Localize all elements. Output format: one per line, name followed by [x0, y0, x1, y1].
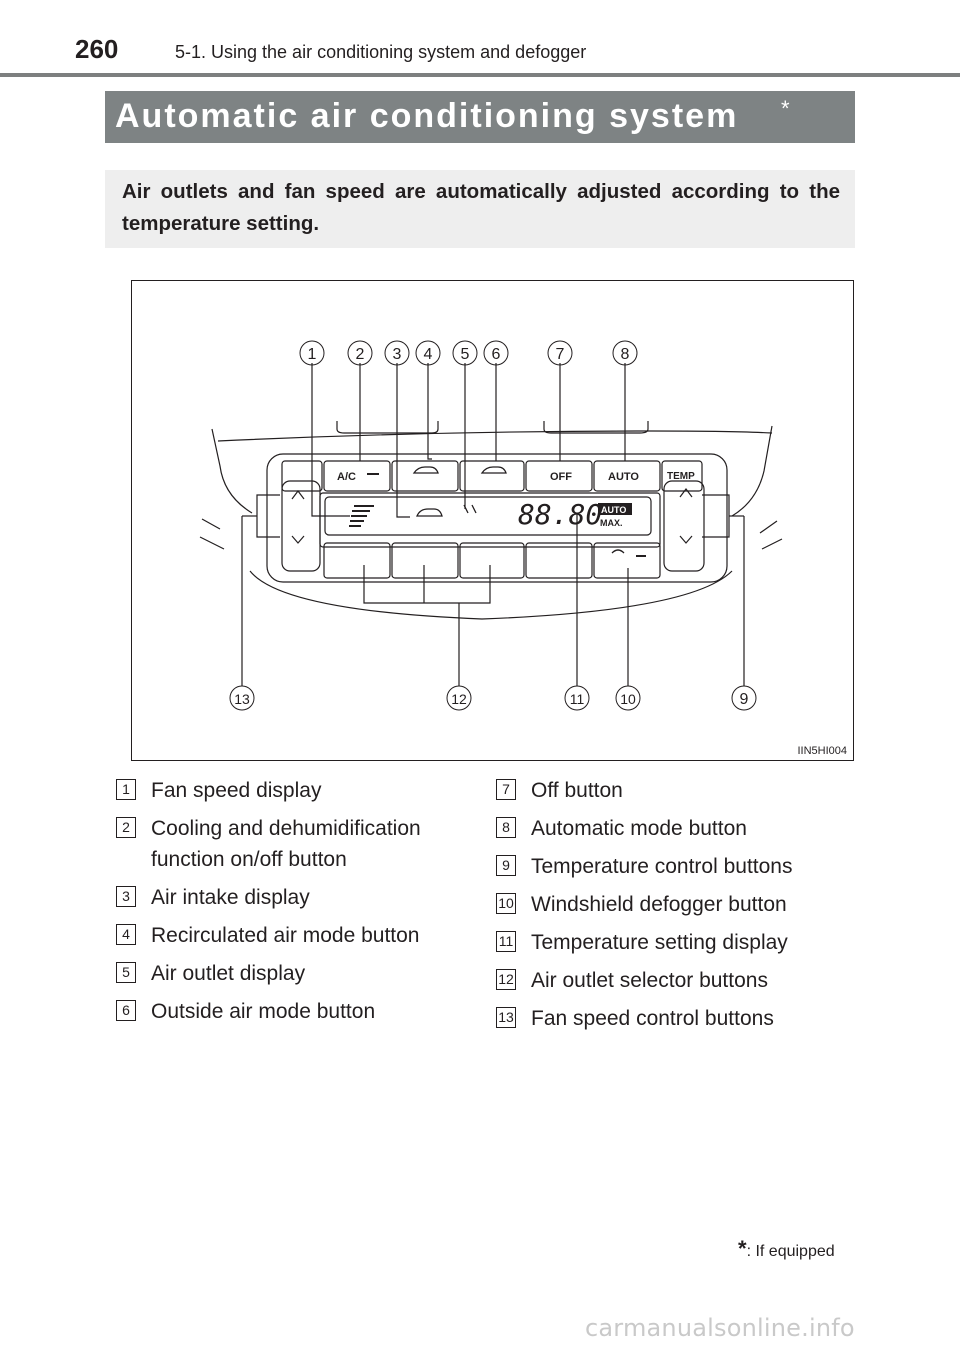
legend-label: Windshield defogger button	[531, 893, 787, 916]
callout-1: 1	[299, 340, 325, 366]
legend-label: Automatic mode button	[531, 817, 747, 840]
svg-text:12: 12	[451, 691, 467, 707]
header-divider	[0, 73, 960, 77]
legend-number: 11	[496, 931, 516, 952]
control-panel-figure: A/C OFF AUTO TEMP 88.80 AUTO MAX.	[131, 280, 854, 761]
svg-text:10: 10	[620, 691, 636, 707]
outlet-display-icon	[463, 504, 477, 514]
svg-text:13: 13	[234, 691, 250, 707]
legend-label: Cooling and dehumidification	[151, 817, 421, 840]
callout-3: 3	[384, 340, 410, 366]
legend-number: 7	[496, 779, 516, 800]
legend-label: Recirculated air mode button	[151, 924, 420, 947]
watermark: carmanualsonline.info	[585, 1314, 855, 1342]
display-outer-frame	[319, 492, 661, 548]
legend-number: 9	[496, 855, 516, 876]
footnote-text: : If equipped	[746, 1243, 835, 1260]
intro-text: Air outlets and fan speed are automatica…	[122, 180, 840, 235]
legend-number: 4	[116, 924, 136, 945]
legend-label-continued: function on/off button	[151, 848, 347, 871]
footnote: *: If equipped	[738, 1236, 835, 1262]
intro-box: Air outlets and fan speed are automatica…	[105, 170, 855, 248]
callout-8: 8	[612, 340, 638, 366]
temperature-digits: 88.80	[518, 498, 602, 531]
control-panel-illustration: A/C OFF AUTO TEMP 88.80 AUTO MAX.	[199, 340, 783, 711]
fan-speed-bars-icon	[349, 505, 374, 527]
panel-lower-curve-line	[249, 570, 733, 620]
legend-label: Air intake display	[151, 886, 310, 909]
panel-body-outline	[266, 453, 728, 583]
svg-text:1: 1	[308, 346, 317, 363]
svg-text:6: 6	[492, 346, 501, 363]
legend-label: Air outlet selector buttons	[531, 969, 768, 992]
legend-number: 8	[496, 817, 516, 838]
legend-label: Fan speed control buttons	[531, 1007, 774, 1030]
callout-9: 9	[731, 685, 757, 711]
footnote-asterisk-icon: *	[738, 1236, 747, 1261]
callout-13: 13	[229, 685, 255, 711]
display-max-label: MAX.	[600, 518, 623, 528]
svg-text:8: 8	[621, 346, 630, 363]
recirculate-car-icon	[412, 466, 439, 474]
legend-number: 6	[116, 1000, 136, 1021]
legend-label: Temperature setting display	[531, 931, 788, 954]
figure-code: IIN5HI004	[797, 745, 847, 757]
section-title: Automatic air conditioning system	[115, 97, 739, 135]
display-auto-label: AUTO	[601, 505, 626, 515]
callout-4: 4	[415, 340, 441, 366]
callout-6: 6	[483, 340, 509, 366]
callout-2: 2	[347, 340, 373, 366]
svg-text:2: 2	[356, 346, 365, 363]
equipped-asterisk-icon: *	[781, 96, 790, 121]
svg-text:11: 11	[570, 691, 585, 707]
callout-7: 7	[547, 340, 573, 366]
legend-number: 12	[496, 969, 516, 990]
legend-number: 5	[116, 962, 136, 983]
svg-text:4: 4	[424, 346, 433, 363]
auto-button-label: AUTO	[608, 471, 639, 483]
section-header: 5-1. Using the air conditioning system a…	[175, 42, 587, 62]
legend-label: Temperature control buttons	[531, 855, 793, 878]
intake-car-icon	[416, 508, 443, 517]
legend-number: 2	[116, 817, 136, 838]
leader-line	[311, 363, 350, 517]
legend-number: 3	[116, 886, 136, 907]
fan-control-bracket-line	[256, 494, 280, 538]
legend-label: Off button	[531, 779, 623, 802]
callout-5: 5	[452, 340, 478, 366]
callout-10: 10	[615, 685, 641, 711]
ac-button-label: A/C	[337, 471, 356, 483]
callout-11: 11	[564, 685, 590, 711]
defogger-icon	[611, 549, 625, 554]
svg-text:7: 7	[556, 346, 565, 363]
legend-label: Air outlet display	[151, 962, 306, 985]
outside-air-car-icon	[480, 466, 507, 474]
section-title-bar: Automatic air conditioning system	[105, 91, 855, 143]
legend-number: 1	[116, 779, 136, 800]
svg-text:9: 9	[740, 691, 749, 708]
legend-label: Fan speed display	[151, 779, 322, 802]
callout-12: 12	[446, 685, 472, 711]
legend-number: 10	[496, 893, 516, 914]
svg-text:5: 5	[461, 346, 470, 363]
dash-left-edge-line	[211, 428, 253, 514]
svg-text:3: 3	[393, 346, 402, 363]
page-number: 260	[75, 34, 119, 64]
temp-label: TEMP	[667, 471, 695, 482]
off-button-label: OFF	[550, 471, 572, 483]
legend-label: Outside air mode button	[151, 1000, 376, 1023]
legend-number: 13	[496, 1007, 516, 1028]
